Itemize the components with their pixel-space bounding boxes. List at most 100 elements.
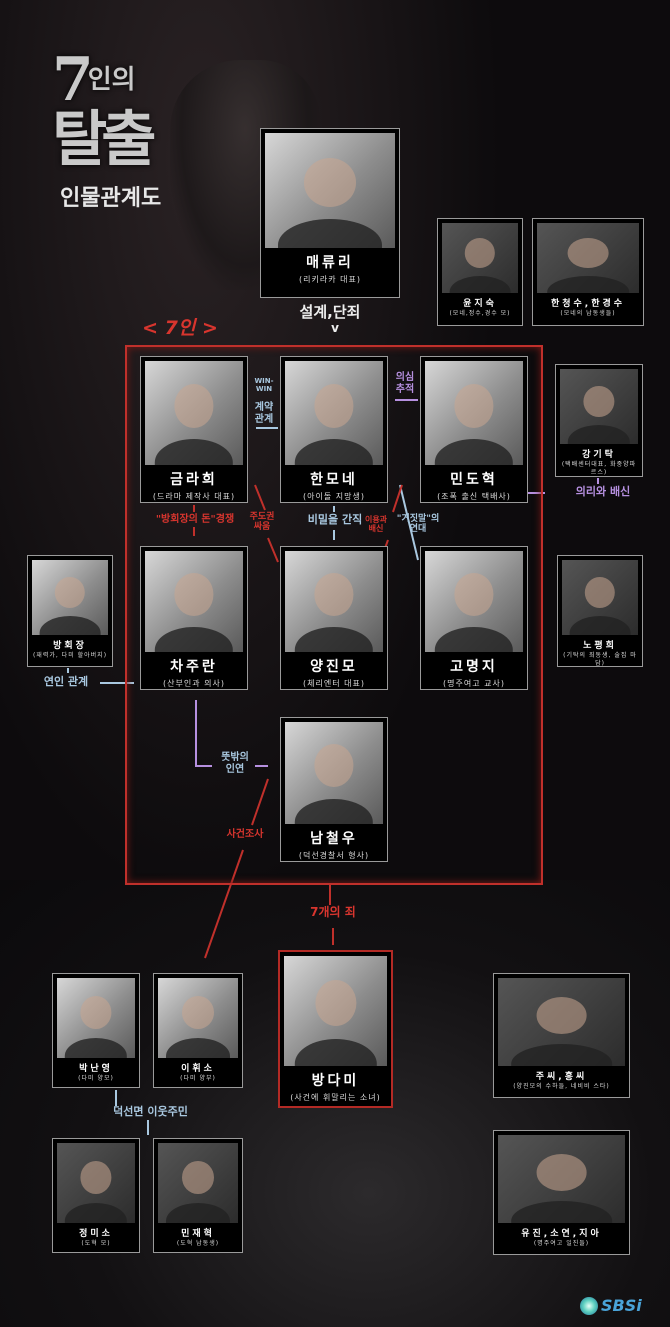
character-name: 정미소 (79, 1229, 113, 1239)
relation-neighbors: 덕선면 이웃주민 (113, 1105, 188, 1118)
character-photo (560, 369, 638, 444)
sbs-logo-icon (580, 1296, 598, 1315)
character-role: (모네의 남동생들) (560, 310, 616, 317)
character-name: 차주란 (170, 659, 218, 675)
character-photo (145, 551, 243, 652)
character-photo (285, 551, 383, 652)
character-name: 한청수,한경수 (550, 299, 626, 309)
character-photo (145, 361, 243, 465)
character-name: 박난영 (79, 1064, 113, 1074)
connector-control (254, 484, 266, 511)
character-card-parknanyoung[interactable]: 박난영 (다미 양모) (52, 973, 140, 1088)
character-role: (리키라카 대표) (299, 275, 361, 284)
character-name: 유진,소연,지아 (521, 1229, 602, 1239)
relation-contract: 계약 관계 (254, 402, 274, 425)
relation-suspicion: 의심 추적 (395, 372, 415, 395)
character-photo (498, 978, 625, 1066)
character-name: 윤지숙 (463, 299, 497, 309)
character-name: 매류리 (306, 255, 354, 271)
character-name: 한모네 (310, 472, 358, 488)
character-photo (425, 361, 523, 465)
character-name: 주씨,홍씨 (535, 1072, 588, 1082)
seven-group-frame (125, 345, 543, 885)
character-role: (산부인과 의사) (163, 679, 225, 688)
character-role: (도혁 모) (81, 1240, 111, 1247)
relation-lovers: 연인 관계 (43, 675, 89, 688)
relation-winwin: WIN-WIN (254, 377, 274, 394)
character-photo (425, 551, 523, 652)
character-role: (조폭 출신 택배사) (437, 492, 511, 501)
connector-fate (195, 700, 212, 767)
character-card-hanbrothers[interactable]: 한청수,한경수 (모네의 남동생들) (532, 218, 644, 326)
character-card-namcheolwoo[interactable]: 남철우 (덕선경찰서 형사) (280, 717, 388, 862)
page-subtitle: 인물관계도 (60, 186, 162, 211)
character-card-chajuran[interactable]: 차주란 (산부인과 의사) (140, 546, 248, 690)
arrow-down-icon: v (331, 321, 339, 335)
relation-betray: 이용과 배신 (364, 515, 388, 534)
character-name: 이휘소 (181, 1064, 215, 1074)
character-role: (재력가, 다미 할아버지) (32, 652, 108, 659)
group-label-7: < 7인 > (142, 317, 218, 339)
character-photo (442, 223, 518, 293)
character-card-jungmiso[interactable]: 정미소 (도혁 모) (52, 1138, 140, 1253)
character-card-yoonjisuk[interactable]: 윤지숙 (모네,정수,경수 모) (437, 218, 523, 326)
character-role: (모네,정수,경수 모) (449, 310, 511, 317)
character-photo (537, 223, 639, 293)
relation-seven-sins: 7개의 죄 (310, 905, 356, 919)
connector-betray (392, 484, 403, 513)
character-role: (다미 양모) (78, 1075, 114, 1082)
character-photo (498, 1135, 625, 1223)
relation-lie: "거짓말"의 연대 (396, 514, 440, 535)
character-name: 민재혁 (181, 1229, 215, 1239)
character-photo (158, 978, 238, 1058)
character-role: (다미 양부) (180, 1075, 216, 1082)
broadcaster-logo: SBSi (580, 1296, 642, 1315)
character-role: (체리엔터 대표) (303, 679, 365, 688)
character-role: (덕선경찰서 형사) (298, 851, 370, 860)
character-role: (명주여고 교사) (443, 679, 505, 688)
character-role: (택배센터대표, 화중양파르스) (561, 461, 637, 476)
character-role: (양진모의 수하들, 네비비 스타) (513, 1083, 610, 1090)
character-photo (57, 1143, 135, 1223)
relation-money-competition: "방회장의 돈"경쟁 (155, 514, 235, 525)
character-card-hanmone[interactable]: 한모네 (아이돌 지망생) (280, 356, 388, 503)
character-card-yujin-soyeon-jia[interactable]: 유진,소연,지아 (명주여고 일진들) (493, 1130, 630, 1255)
character-name: 민도혁 (450, 472, 498, 488)
character-photo (158, 1143, 238, 1223)
relation-control: 주도권 싸움 (249, 512, 275, 533)
character-card-gomyeongji[interactable]: 고명지 (명주여고 교사) (420, 546, 528, 690)
broadcaster-name: SBSi (601, 1296, 642, 1315)
character-photo (284, 956, 387, 1066)
character-card-maeryuri[interactable]: 매류리 (리키라카 대표) (260, 128, 400, 298)
character-name: 강기탁 (582, 450, 616, 460)
character-name: 방회장 (53, 641, 87, 651)
character-role: (사건에 휘말리는 소녀) (290, 1093, 381, 1102)
character-card-minjaehyuk[interactable]: 민재혁 (도혁 남동생) (153, 1138, 243, 1253)
relation-loyalty: 의리와 배신 (575, 485, 631, 498)
character-card-mindohyuk[interactable]: 민도혁 (조폭 출신 택배사) (420, 356, 528, 503)
character-photo (562, 560, 638, 635)
character-card-banghoejang[interactable]: 방회장 (재력가, 다미 할아버지) (27, 555, 113, 667)
character-name: 양진모 (310, 659, 358, 675)
character-photo (285, 361, 383, 465)
relation-investigate: 사건조사 (226, 829, 264, 840)
relation-design-judgment: 설계,단죄 (299, 303, 361, 321)
character-role: (아이돌 지망생) (303, 492, 365, 501)
character-card-leehwiso[interactable]: 이휘소 (다미 양부) (153, 973, 243, 1088)
character-card-nohpyeonghee[interactable]: 노평희 (기탁의 죄동생, 술집 마담) (557, 555, 643, 667)
character-card-ju-hong[interactable]: 주씨,홍씨 (양진모의 수하들, 네비비 스타) (493, 973, 630, 1098)
character-name: 고명지 (450, 659, 498, 675)
character-photo (285, 722, 383, 824)
character-card-bangdami[interactable]: 방다미 (사건에 휘말리는 소녀) (278, 950, 393, 1108)
character-card-geumrahee[interactable]: 금라희 (드라마 제작사 대표) (140, 356, 248, 503)
character-photo (57, 978, 135, 1058)
character-name: 방다미 (311, 1073, 360, 1089)
character-role: (기탁의 죄동생, 술집 마담) (563, 652, 637, 667)
relation-secret: 비밀을 간직 (307, 513, 363, 526)
character-role: (명주여고 일진들) (533, 1240, 590, 1247)
character-card-kanggitak[interactable]: 강기탁 (택배센터대표, 화중양파르스) (555, 364, 643, 477)
character-card-yangjinmo[interactable]: 양진모 (체리엔터 대표) (280, 546, 388, 690)
character-role: (드라마 제작사 대표) (152, 492, 236, 501)
character-photo (265, 133, 395, 248)
